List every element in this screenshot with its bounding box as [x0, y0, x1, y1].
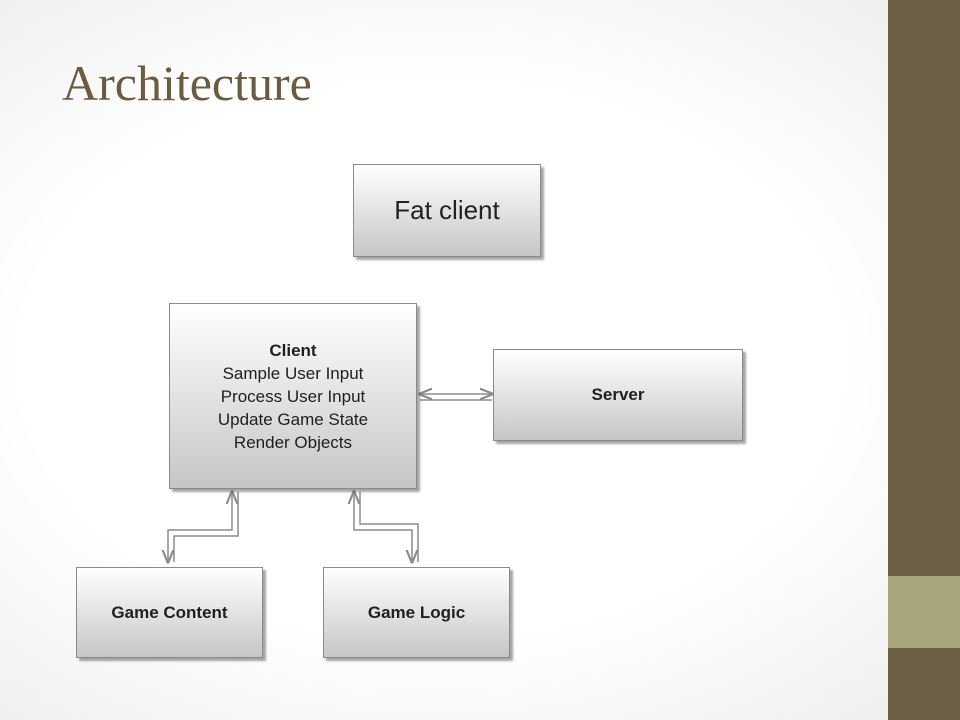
game-logic-box: Game Logic [323, 567, 510, 658]
fat-client-box: Fat client [353, 164, 541, 257]
client-game-content-connector [168, 492, 239, 562]
client-line: Render Objects [233, 432, 353, 452]
client-box: Client Sample User Input Process User In… [169, 303, 417, 489]
client-line: Sample User Input [222, 363, 364, 383]
fat-client-label: Fat client [394, 195, 500, 225]
client-game-logic-connector [354, 492, 419, 562]
game-content-label: Game Content [111, 602, 228, 622]
game-content-box: Game Content [76, 567, 263, 658]
client-line: Process User Input [220, 386, 366, 406]
client-responsibilities-list: Sample User Input Process User Input Upd… [218, 362, 368, 454]
client-line: Update Game State [217, 409, 369, 429]
server-box: Server [493, 349, 743, 441]
slide-title: Architecture [62, 55, 312, 111]
decorative-sidebar-band [888, 576, 960, 648]
client-title: Client [269, 340, 317, 360]
client-server-connector [420, 394, 492, 401]
server-label: Server [591, 385, 645, 404]
game-logic-label: Game Logic [367, 602, 466, 622]
connector-arrows [0, 0, 888, 720]
